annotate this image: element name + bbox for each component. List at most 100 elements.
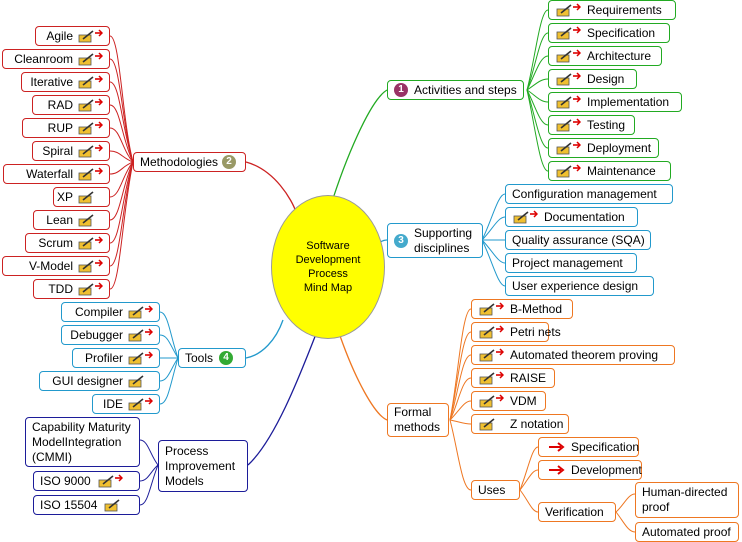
methodology-lean[interactable]: Lean	[33, 210, 110, 230]
branch-tools	[245, 319, 284, 359]
topic-process-improvement-models[interactable]: Process Improvement Models	[158, 440, 248, 492]
topic-uses[interactable]: Uses	[471, 480, 520, 500]
activity-design[interactable]: Design	[548, 69, 637, 89]
methodology-rad-label: RAD	[47, 98, 73, 112]
topic-activities[interactable]: 1 Activities and steps	[387, 80, 524, 100]
pencil-note-icon	[77, 52, 103, 66]
pencil-note-icon	[555, 118, 581, 132]
methodology-rad[interactable]: RAD	[32, 95, 110, 115]
tool-gui-designer[interactable]: GUI designer	[39, 371, 160, 391]
topic-supporting-disciplines[interactable]: 3 Supporting disciplines	[387, 223, 483, 258]
methodology-xp-label: XP	[56, 190, 73, 204]
activity-requirements[interactable]: Requirements	[548, 0, 676, 20]
discipline-documentation-label: Documentation	[544, 210, 625, 224]
formal-z-notation[interactable]: Z notation	[471, 414, 569, 434]
methodology-iterative-label: Iterative	[30, 75, 73, 89]
activity-architecture[interactable]: Architecture	[548, 46, 662, 66]
pencil-note-icon	[555, 3, 581, 17]
formal-automated-theorem-proving[interactable]: Automated theorem proving	[471, 345, 675, 365]
methodology-agile-label: Agile	[46, 29, 73, 43]
priority-1-icon: 1	[394, 83, 408, 97]
discipline-documentation[interactable]: Documentation	[505, 207, 638, 227]
pencil-note-icon	[478, 394, 504, 408]
formal-b-method-label: B-Method	[510, 302, 563, 316]
discipline-project-management-label: Project management	[512, 256, 623, 270]
model-iso-9000[interactable]: ISO 9000	[33, 471, 140, 491]
pencil-note-icon	[478, 348, 504, 362]
methodology-rup[interactable]: RUP	[22, 118, 110, 138]
pencil-note-icon	[77, 98, 103, 112]
pencil-note-icon	[127, 351, 153, 365]
tool-ide-label: IDE	[102, 397, 123, 411]
branch-formal	[337, 329, 388, 421]
tool-compiler-label: Compiler	[74, 305, 123, 319]
model-cmmi[interactable]: Capability Maturity ModelIntegration (CM…	[25, 417, 140, 467]
methodology-spiral[interactable]: Spiral	[32, 141, 110, 161]
formal-petri-nets-label: Petri nets	[510, 325, 561, 339]
red-arrow-icon	[545, 463, 571, 477]
pencil-note-icon	[127, 328, 153, 342]
activity-testing-label: Testing	[587, 118, 626, 132]
verification-automated-proof[interactable]: Automated proof	[635, 522, 739, 542]
priority-2-icon: 2	[222, 155, 237, 169]
activity-deployment[interactable]: Deployment	[548, 138, 659, 158]
pencil-note-icon	[555, 141, 581, 155]
tool-ide[interactable]: IDE	[92, 394, 160, 414]
methodology-cleanroom[interactable]: Cleanroom	[2, 49, 110, 69]
tool-debugger[interactable]: Debugger	[61, 325, 160, 345]
tool-compiler[interactable]: Compiler	[61, 302, 160, 322]
methodology-scrum-label: Scrum	[38, 236, 73, 250]
pencil-note-icon	[512, 210, 538, 224]
formal-vdm[interactable]: VDM	[471, 391, 546, 411]
topic-formal-methods[interactable]: Formal methods	[387, 403, 449, 437]
activity-architecture-label: Architecture	[587, 49, 652, 63]
discipline-project-management[interactable]: Project management	[505, 253, 637, 273]
activity-deployment-label: Deployment	[587, 141, 652, 155]
methodology-lean-label: Lean	[46, 213, 73, 227]
discipline-quality-assurance-sqa-[interactable]: Quality assurance (SQA)	[505, 230, 651, 250]
formal-raise[interactable]: RAISE	[471, 368, 555, 388]
use-development[interactable]: Development	[538, 460, 642, 480]
methodology-iterative[interactable]: Iterative	[21, 72, 110, 92]
formal-b-method[interactable]: B-Method	[471, 299, 573, 319]
activity-specification[interactable]: Specification	[548, 23, 670, 43]
use-verification[interactable]: Verification	[538, 502, 616, 522]
formal-automated-theorem-proving-label: Automated theorem proving	[510, 348, 659, 362]
central-topic[interactable]: Software Development Process Mind Map	[271, 195, 385, 339]
verification-human-directed-proof[interactable]: Human-directed proof	[635, 482, 739, 518]
discipline-configuration-management-label: Configuration management	[512, 187, 657, 201]
discipline-user-experience-design-label: User experience design	[512, 279, 639, 293]
methodology-xp[interactable]: XP	[53, 187, 110, 207]
formal-petri-nets[interactable]: Petri nets	[471, 322, 561, 342]
topic-tools[interactable]: Tools 4	[178, 348, 246, 368]
activity-implementation[interactable]: Implementation	[548, 92, 682, 112]
discipline-user-experience-design[interactable]: User experience design	[505, 276, 654, 296]
pencil-note-icon	[478, 302, 504, 316]
topic-methodologies[interactable]: Methodologies 2	[133, 152, 246, 172]
methodology-v-model[interactable]: V-Model	[2, 256, 110, 276]
model-iso-15504[interactable]: ISO 15504	[33, 495, 140, 515]
red-arrow-icon	[545, 440, 571, 454]
methodology-agile[interactable]: Agile	[35, 26, 110, 46]
tool-profiler[interactable]: Profiler	[72, 348, 160, 368]
pencil-note-icon	[478, 371, 504, 385]
pencil-note-icon	[555, 26, 581, 40]
discipline-configuration-management[interactable]: Configuration management	[505, 184, 673, 204]
activity-testing[interactable]: Testing	[548, 115, 635, 135]
methodology-waterfall-label: Waterfall	[26, 167, 73, 181]
methodology-rup-label: RUP	[47, 121, 73, 135]
pencil-note-icon	[77, 259, 103, 273]
activity-specification-label: Specification	[587, 26, 656, 40]
methodology-scrum[interactable]: Scrum	[25, 233, 110, 253]
priority-4-icon: 4	[219, 351, 234, 365]
methodology-tdd-label: TDD	[48, 282, 73, 296]
pencil-note-icon	[478, 417, 504, 431]
pencil-note-icon	[77, 121, 103, 135]
activity-maintenance[interactable]: Maintenance	[548, 161, 671, 181]
use-specification[interactable]: Specification	[538, 437, 639, 457]
formal-raise-label: RAISE	[510, 371, 547, 385]
methodology-waterfall[interactable]: Waterfall	[3, 164, 110, 184]
methodology-tdd[interactable]: TDD	[33, 279, 110, 299]
pencil-note-icon	[127, 397, 153, 411]
